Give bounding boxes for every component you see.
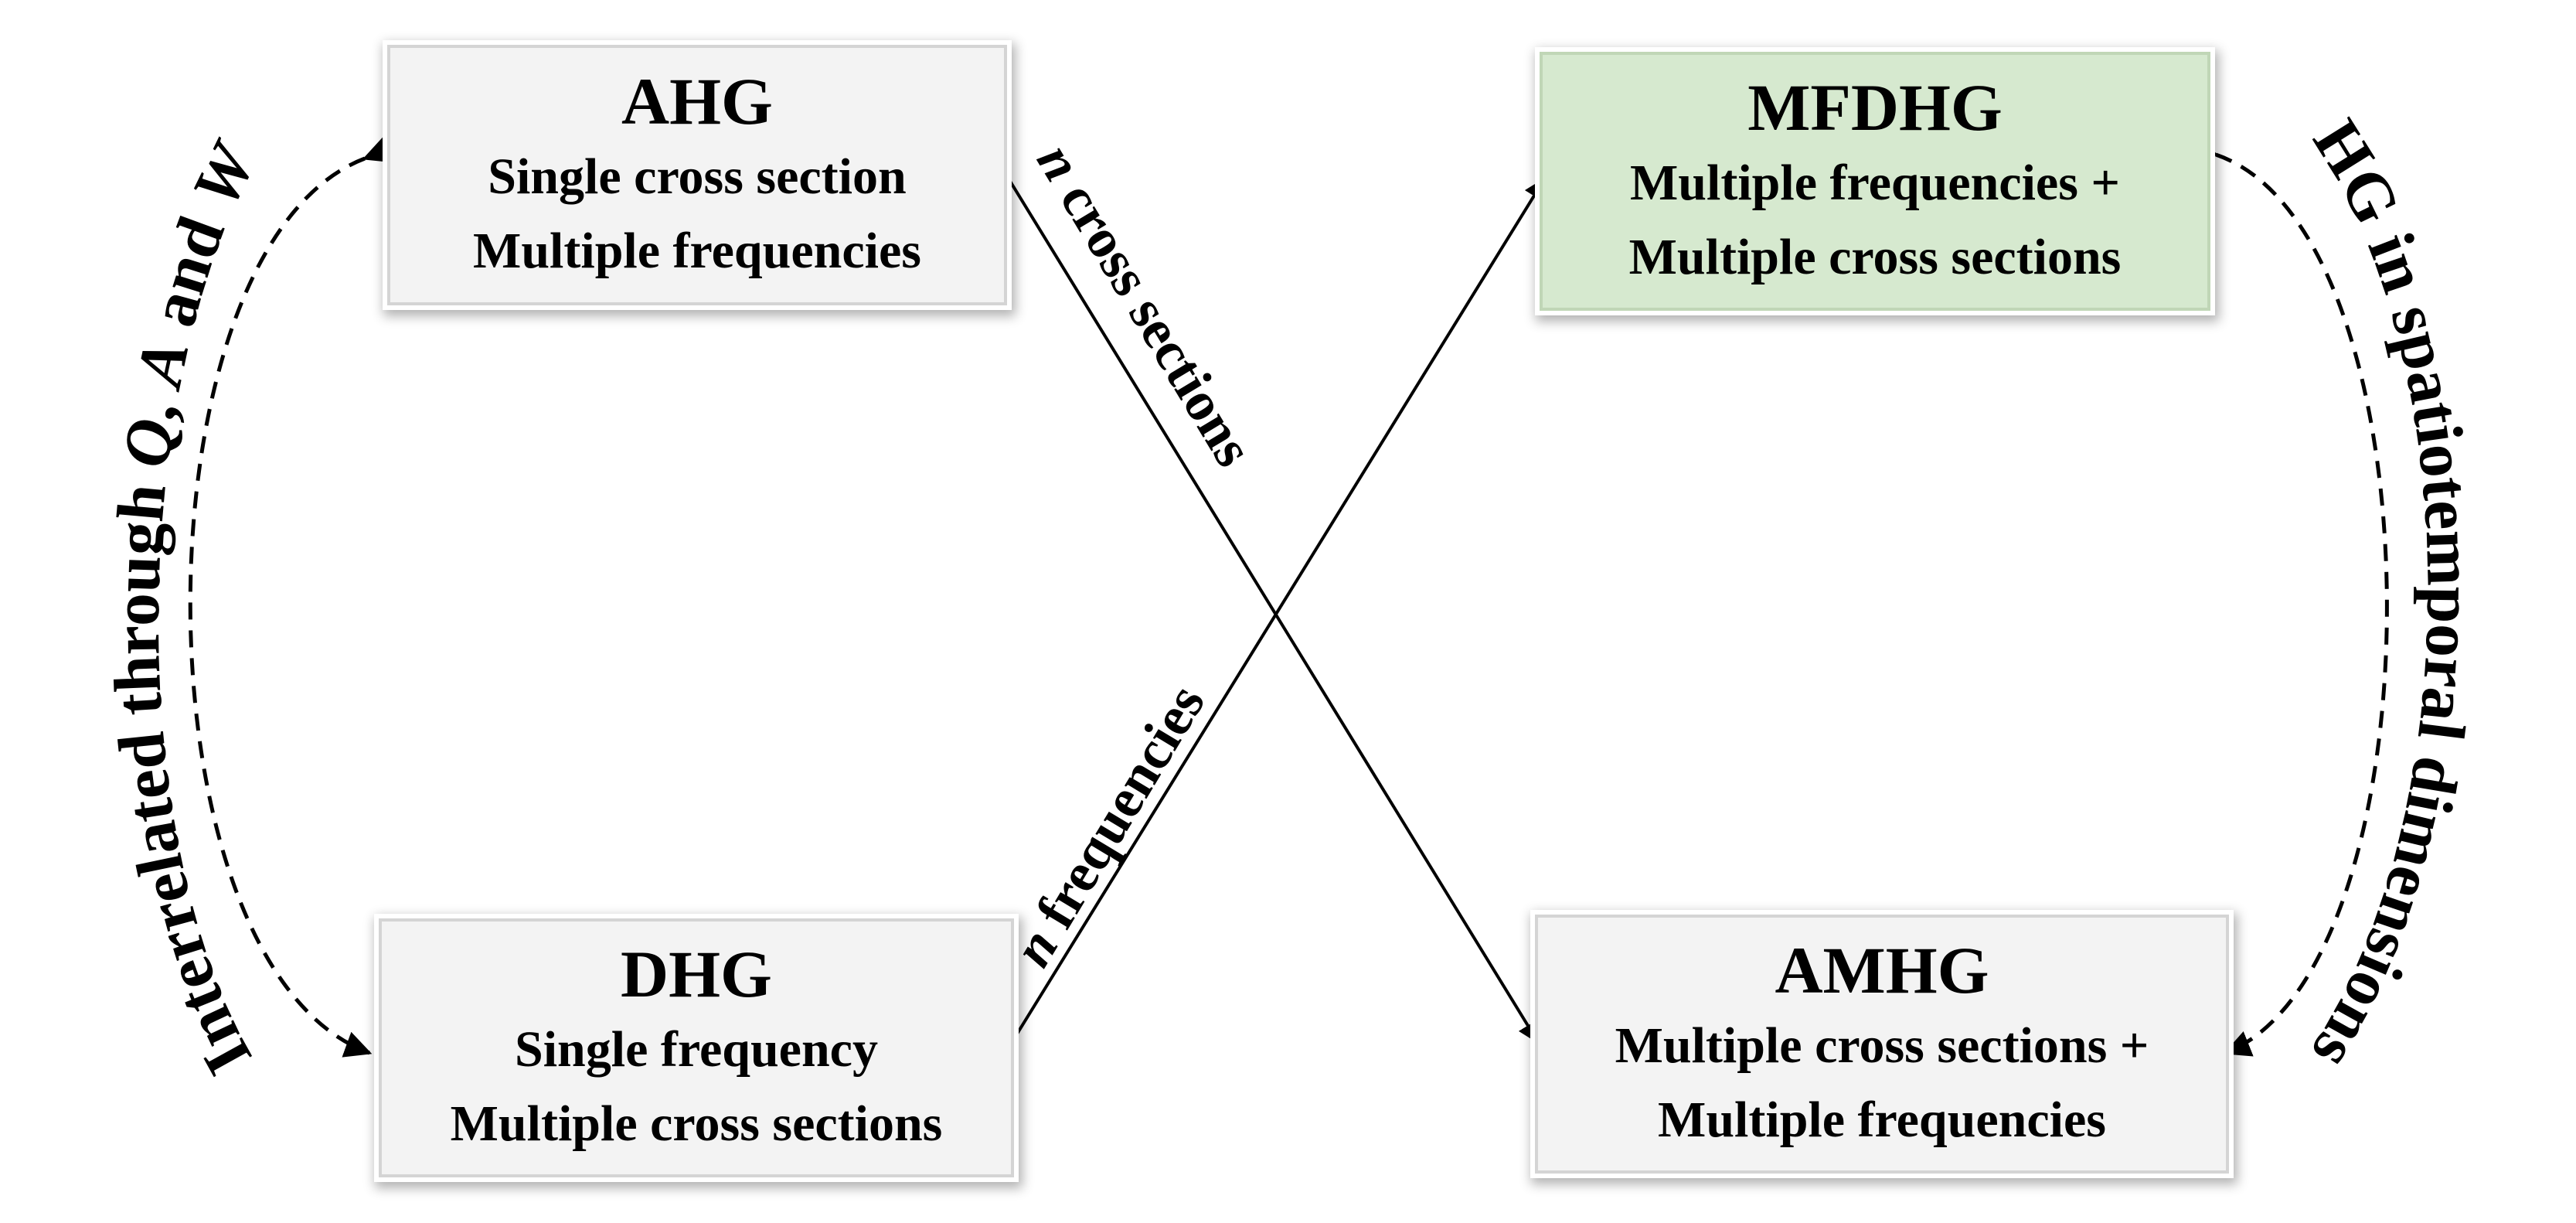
box-dhg-title: DHG [621,936,772,1011]
box-mfdhg-line2: Multiple cross sections [1628,228,2122,285]
box-amhg: AMHG Multiple cross sections + Multiple … [1535,915,2229,1174]
box-amhg-line1: Multiple cross sections + [1615,1017,2149,1074]
left-dashed-arrow [188,137,393,1058]
box-ahg: AHG Single cross section Multiple freque… [387,45,1007,305]
box-dhg: DHG Single frequency Multiple cross sect… [379,918,1014,1177]
box-dhg-line1: Single frequency [515,1020,878,1078]
box-ahg-title: AHG [621,63,773,138]
label-n-frequencies: n frequencies [1001,674,1217,977]
box-amhg-title: AMHG [1775,932,1989,1007]
label-interrelated-through-q-a-w: Interrelated through Q, A and W [99,129,272,1087]
label-n-cross-sections: n cross sections [1025,133,1265,477]
box-mfdhg-line1: Multiple frequencies + [1630,154,2120,211]
arrow-dhg-to-mfdhg [1007,177,1546,1049]
label-hg-in-spatiotemporal-dimensions: HG in spatiotemporal dimensions [2298,107,2488,1083]
box-mfdhg-title: MFDHG [1747,70,2003,145]
box-dhg-line2: Multiple cross sections [450,1095,943,1152]
box-ahg-line2: Multiple frequencies [473,222,921,279]
box-ahg-line1: Single cross section [488,148,907,205]
box-amhg-line2: Multiple frequencies [1658,1091,2106,1148]
box-mfdhg: MFDHG Multiple frequencies + Multiple cr… [1540,52,2210,311]
arrow-ahg-to-amhg [1006,175,1540,1044]
right-dashed-arrow [2188,134,2389,1057]
